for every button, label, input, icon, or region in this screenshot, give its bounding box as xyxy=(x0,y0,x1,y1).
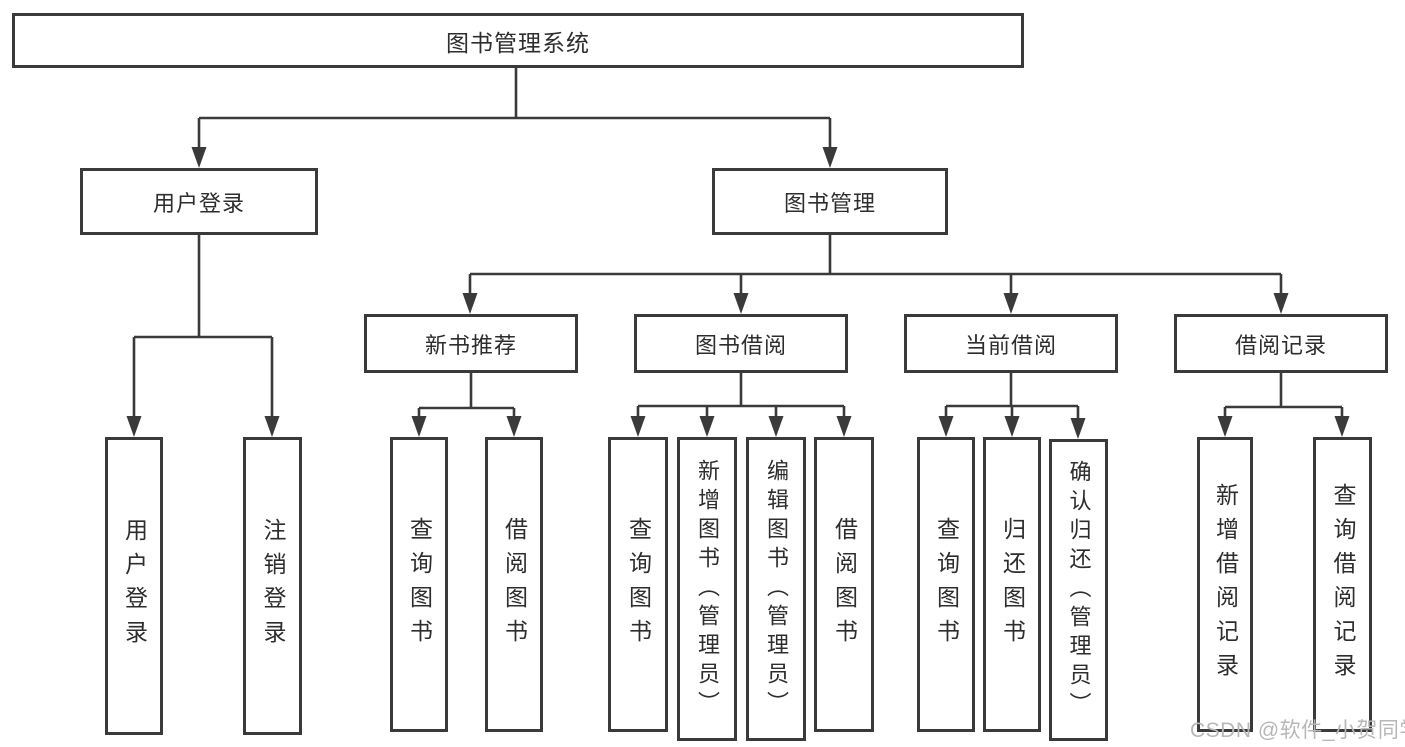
leaf-logout-label: 注销登录 xyxy=(260,518,286,654)
leaf-edit-book-admin-label: 编辑图书（管理员） xyxy=(764,458,789,720)
leaf-query-borrow-record: 查询借阅记录 xyxy=(1313,437,1372,732)
arrowhead-icon xyxy=(699,416,715,437)
node-current-borrow: 当前借阅 xyxy=(904,314,1118,373)
arrowhead-icon xyxy=(836,416,852,437)
csdn-watermark: CSDN @软件_小贺同学 xyxy=(1190,719,1405,742)
node-new-book-recommend-label: 新书推荐 xyxy=(424,332,517,358)
leaf-user-login-label: 用户登录 xyxy=(121,518,148,654)
node-new-book-recommend: 新书推荐 xyxy=(364,314,578,373)
leaf-query-books-current: 查询图书 xyxy=(917,437,975,732)
arrowhead-icon xyxy=(1334,416,1350,437)
node-book-borrow: 图书借阅 xyxy=(634,314,848,373)
node-book-management-label: 图书管理 xyxy=(783,190,876,216)
arrowhead-icon xyxy=(938,416,954,437)
arrowhead-icon xyxy=(768,416,784,437)
leaf-query-books-current-label: 查询图书 xyxy=(933,516,960,653)
node-root-label: 图书管理系统 xyxy=(446,29,590,56)
arrowhead-icon xyxy=(1003,293,1019,314)
arrowhead-icon xyxy=(630,416,646,437)
arrowhead-icon xyxy=(1004,416,1020,437)
leaf-add-book-admin-label: 新增图书（管理员） xyxy=(695,458,720,720)
node-user-login-label: 用户登录 xyxy=(152,190,245,216)
leaf-query-borrow-record-label: 查询借阅记录 xyxy=(1330,482,1356,687)
arrowhead-icon xyxy=(411,416,427,437)
leaf-borrow-books: 借阅图书 xyxy=(814,437,874,732)
arrowhead-icon xyxy=(462,293,478,314)
node-book-borrow-label: 图书借阅 xyxy=(694,332,787,358)
arrowhead-icon xyxy=(1273,293,1289,314)
leaf-add-borrow-record: 新增借阅记录 xyxy=(1197,437,1253,732)
arrowhead-icon xyxy=(506,416,522,437)
arrowhead-icon xyxy=(733,293,749,314)
arrowhead-icon xyxy=(1070,418,1086,439)
arrowhead-icon xyxy=(264,416,280,437)
leaf-return-books: 归还图书 xyxy=(983,437,1041,732)
node-root: 图书管理系统 xyxy=(12,13,1024,68)
leaf-edit-book-admin: 编辑图书（管理员） xyxy=(746,437,806,741)
node-borrow-records-label: 借阅记录 xyxy=(1234,332,1327,358)
node-borrow-records: 借阅记录 xyxy=(1174,314,1388,373)
leaf-query-books-recommend-label: 查询图书 xyxy=(406,516,433,653)
leaf-confirm-return-admin: 确认归还（管理员） xyxy=(1049,439,1108,741)
node-current-borrow-label: 当前借阅 xyxy=(964,332,1057,358)
arrowhead-icon xyxy=(126,416,142,437)
leaf-add-book-admin: 新增图书（管理员） xyxy=(677,437,737,741)
leaf-borrow-books-recommend: 借阅图书 xyxy=(485,437,543,732)
leaf-borrow-books-label: 借阅图书 xyxy=(831,516,858,653)
leaf-confirm-return-admin-label: 确认归还（管理员） xyxy=(1066,459,1092,721)
leaf-borrow-books-recommend-label: 借阅图书 xyxy=(501,516,528,653)
leaf-query-books-recommend: 查询图书 xyxy=(390,437,448,732)
leaf-user-login: 用户登录 xyxy=(105,437,163,735)
node-book-management: 图书管理 xyxy=(712,168,948,235)
arrowhead-icon xyxy=(191,147,207,168)
leaf-query-books-borrow-label: 查询图书 xyxy=(625,516,652,653)
node-user-login: 用户登录 xyxy=(80,168,318,235)
leaf-query-books-borrow: 查询图书 xyxy=(608,437,668,732)
arrowhead-icon xyxy=(822,147,838,168)
arrowhead-icon xyxy=(1217,416,1233,437)
leaf-return-books-label: 归还图书 xyxy=(999,516,1026,653)
leaf-logout: 注销登录 xyxy=(243,437,302,735)
leaf-add-borrow-record-label: 新增借阅记录 xyxy=(1212,482,1239,687)
